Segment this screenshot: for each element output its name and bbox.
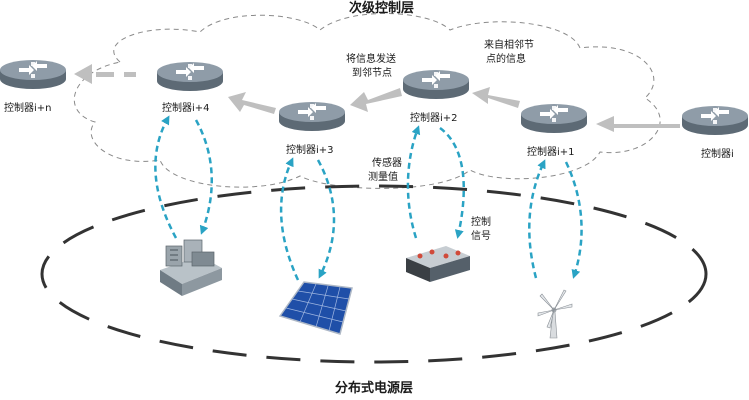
generation-layer-ellipse <box>40 184 708 364</box>
sensor-note-line2: 测量值 <box>368 170 398 183</box>
controller-i-plus-2: 控制器i+2 <box>403 70 469 124</box>
control-note-line2: 信号 <box>471 230 491 242</box>
controller-i-plus-2-label: 控制器i+2 <box>410 111 458 124</box>
control-note-line1: 控制 <box>471 215 491 228</box>
gray-communication-arrows <box>74 64 680 132</box>
controller-i-plus-1-label: 控制器i+1 <box>527 145 575 158</box>
controller-i-plus-3: 控制器i+3 <box>279 102 345 156</box>
generation-layer-title: 分布式电源层 <box>335 380 413 396</box>
controller-i-label: 控制器i <box>701 147 734 160</box>
router-icon <box>403 70 469 99</box>
receive-note-line2: 点的信息 <box>486 52 526 65</box>
control-layer-cloud <box>73 12 661 189</box>
controller-i-plus-1: 控制器i+1 <box>521 104 587 158</box>
signal-arrows <box>154 115 583 281</box>
battery-storage-icon <box>406 246 470 282</box>
send-note-line1: 将信息发送 <box>346 52 396 65</box>
controller-i-plus-4-label: 控制器i+4 <box>162 101 210 114</box>
solar-panel-icon <box>278 281 353 335</box>
controller-i-plus-n-label: 控制器i+n <box>4 101 52 114</box>
control-layer-title: 次级控制层 <box>349 0 414 16</box>
router-icon <box>157 62 223 91</box>
diesel-generator-icon <box>160 239 222 296</box>
sensor-note-line1: 传感器 <box>372 156 402 169</box>
controller-i: 控制器i <box>682 106 748 160</box>
router-icon <box>0 60 66 89</box>
router-icon <box>521 104 587 133</box>
send-note-line2: 到邻节点 <box>352 66 392 79</box>
router-icon <box>279 102 345 131</box>
controller-i-plus-3-label: 控制器i+3 <box>286 143 334 156</box>
router-icon <box>682 106 748 135</box>
wind-turbine-icon <box>537 289 573 339</box>
receive-note-line1: 来自相邻节 <box>484 38 534 51</box>
controller-i-plus-4: 控制器i+4 <box>157 62 223 114</box>
controller-i-plus-n: 控制器i+n <box>0 60 66 114</box>
